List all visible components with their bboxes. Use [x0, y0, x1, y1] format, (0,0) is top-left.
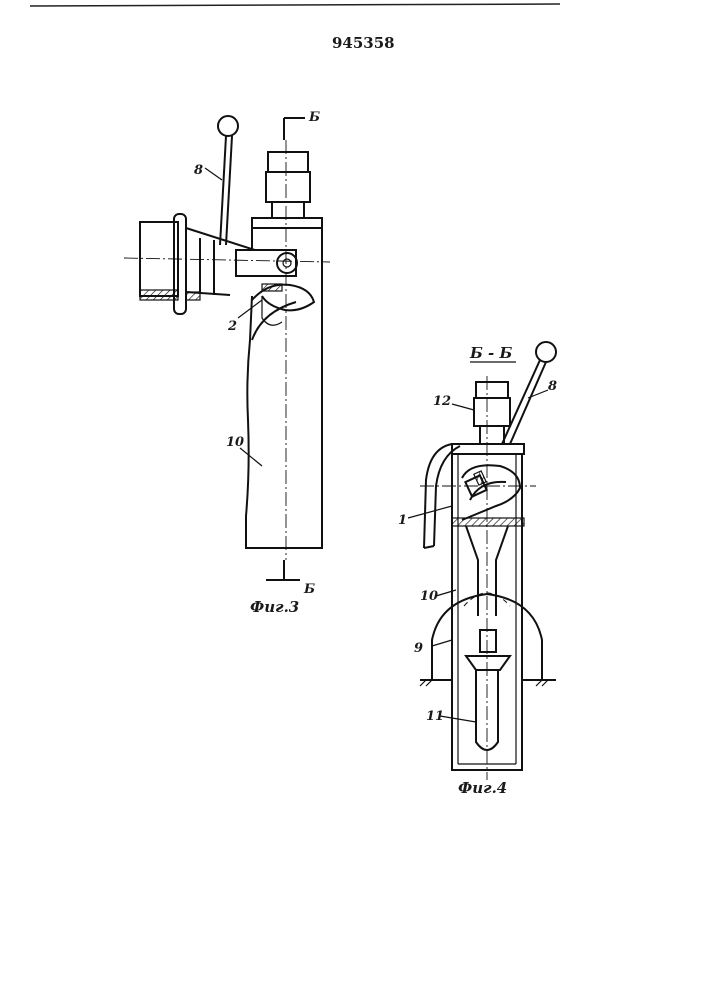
section-title: Б - Б: [469, 344, 512, 362]
fig4-label-part1: 1: [398, 513, 407, 528]
fig4-label-support: 9: [414, 641, 423, 656]
figure-4: Б - Б 8 12 1: [398, 342, 557, 797]
fig3-caption: Фиг.3: [250, 598, 299, 616]
fig3-label-part2: 2: [227, 319, 237, 334]
fig4-label-lever: 8: [548, 379, 557, 394]
lever-knob: [218, 116, 238, 136]
fig4-caption: Фиг.4: [458, 779, 507, 797]
patent-number: 945358: [332, 34, 395, 52]
fig4-label-tube: 10: [420, 589, 438, 604]
figure-3: Б 8 2: [124, 110, 330, 616]
section-mark-top: Б: [308, 110, 320, 125]
fig3-label-tube: 10: [226, 435, 244, 450]
lever-knob-fig4: [536, 342, 556, 362]
section-mark-bottom: Б: [303, 582, 315, 597]
top-border-line: [30, 4, 560, 6]
fig4-label-cap: 12: [433, 394, 451, 409]
fig4-label-rod: 11: [426, 709, 444, 724]
fig3-label-lever: 8: [194, 163, 203, 178]
